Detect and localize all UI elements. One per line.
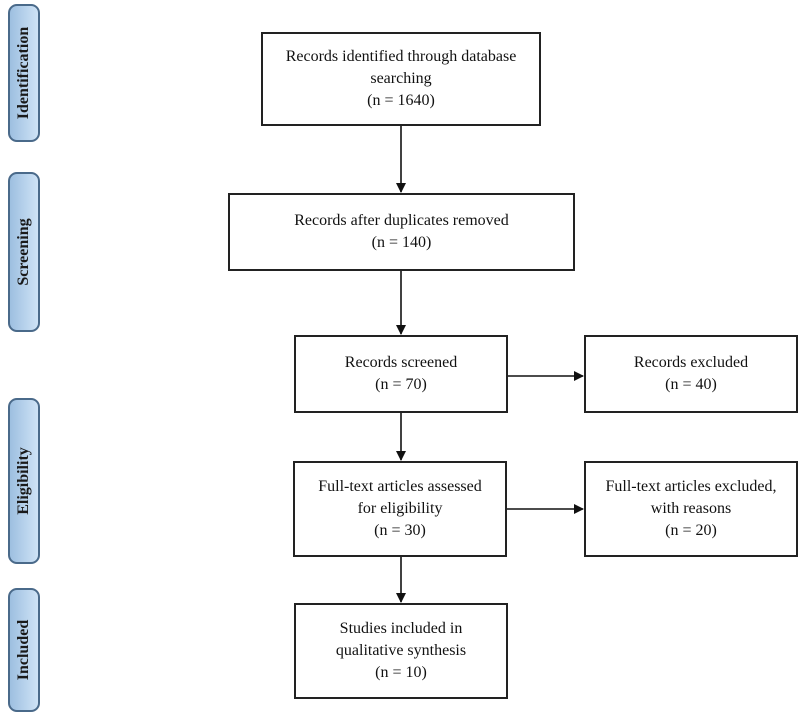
box-studies-included: Studies included in qualitative synthesi… [294, 603, 508, 699]
box-count: (n = 1640) [367, 92, 435, 109]
box-count: (n = 30) [374, 522, 426, 539]
box-duplicates-removed: Records after duplicates removed (n = 14… [228, 193, 575, 271]
box-text: Full-text articles assessed [318, 478, 482, 495]
stage-eligibility: Eligibility [8, 398, 40, 564]
box-records-excluded: Records excluded (n = 40) [584, 335, 798, 413]
box-text: Records excluded [633, 354, 749, 371]
stage-included: Included [8, 588, 40, 712]
box-text: Records after duplicates removed [294, 212, 509, 229]
box-fulltext-excluded: Full-text articles excluded, with reason… [584, 461, 798, 557]
box-text: with reasons [650, 500, 732, 517]
box-text: for eligibility [357, 500, 443, 517]
box-count: (n = 10) [375, 664, 427, 681]
stage-identification: Identification [8, 4, 40, 142]
box-count: (n = 40) [665, 376, 717, 393]
box-text: Studies included in [339, 620, 463, 637]
box-text: Records screened [344, 354, 458, 371]
box-count: (n = 70) [375, 376, 427, 393]
box-records-identified: Records identified through database sear… [261, 32, 541, 126]
box-records-screened: Records screened (n = 70) [294, 335, 508, 413]
box-text: qualitative synthesis [335, 642, 467, 659]
box-fulltext-assessed: Full-text articles assessed for eligibil… [293, 461, 507, 557]
box-count: (n = 20) [665, 522, 717, 539]
box-text: Full-text articles excluded, [605, 478, 777, 495]
stage-screening: Screening [8, 172, 40, 332]
box-count: (n = 140) [371, 234, 432, 251]
box-text: searching [370, 70, 432, 87]
box-text: Records identified through database [285, 48, 517, 65]
